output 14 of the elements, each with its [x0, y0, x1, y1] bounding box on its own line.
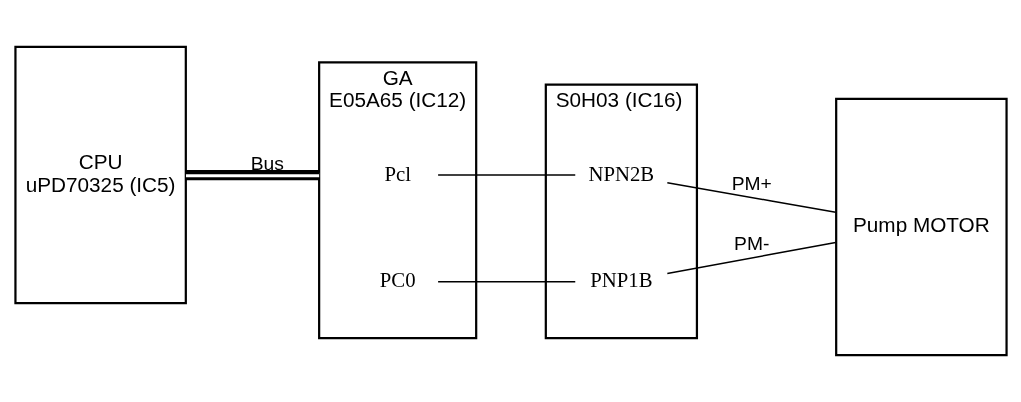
- edge-label: PM+: [731, 173, 772, 195]
- node-box: Pump MOTOR: [834, 97, 1008, 357]
- connector: [666, 241, 836, 275]
- connector: [436, 281, 576, 283]
- connector: [436, 174, 576, 176]
- node-text: Pcl: [383, 162, 411, 185]
- node-text: NPN2B: [588, 162, 654, 185]
- node-text: PNP1B: [589, 269, 652, 292]
- node-box: CPU uPD70325 (IC5): [13, 45, 187, 305]
- edge-label: PM-: [733, 232, 769, 254]
- node-text: PC0: [379, 269, 416, 292]
- connector: [185, 169, 319, 181]
- connector: [666, 182, 836, 213]
- edge-label: Bus: [250, 152, 284, 174]
